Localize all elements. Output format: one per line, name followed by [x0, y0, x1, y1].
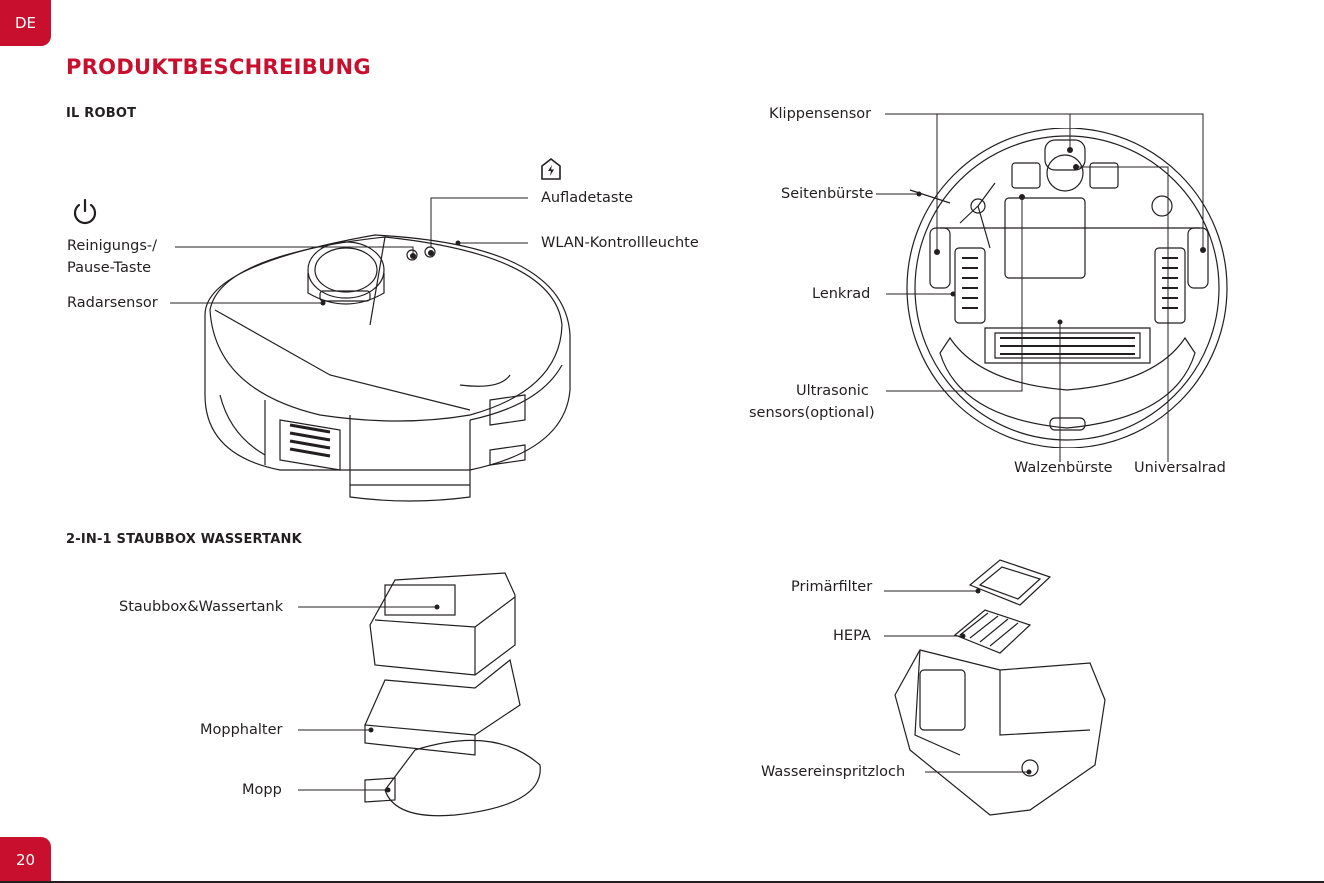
label-mop: Mopp	[242, 779, 282, 801]
label-mop-holder: Mopphalter	[200, 719, 282, 741]
power-icon	[71, 198, 99, 226]
label-steering-wheel: Lenkrad	[812, 283, 870, 305]
label-primary-filter: Primärfilter	[791, 576, 872, 598]
label-cliff-sensor: Klippensensor	[769, 103, 871, 125]
charge-icon	[540, 157, 562, 181]
label-charge-button: Aufladetaste	[541, 187, 633, 209]
label-clean-pause-line1: Reinigungs-/	[67, 235, 157, 257]
label-hepa: HEPA	[833, 625, 871, 647]
label-dustbox-tank: Staubbox&Wassertank	[119, 596, 283, 618]
label-radar-sensor: Radarsensor	[67, 292, 158, 314]
label-side-brush: Seitenbürste	[781, 183, 873, 205]
label-roller-brush: Walzenbürste	[1014, 457, 1113, 479]
label-ultrasonic-line2: sensors(optional)	[749, 402, 875, 424]
label-wlan-light: WLAN-Kontrollleuchte	[541, 232, 699, 254]
page-number: 20	[0, 837, 51, 883]
label-ultrasonic-line1: Ultrasonic	[796, 380, 869, 402]
label-universal-wheel: Universalrad	[1134, 457, 1226, 479]
label-water-hole: Wassereinspritzloch	[761, 761, 905, 783]
label-clean-pause-line2: Pause-Taste	[67, 257, 151, 279]
